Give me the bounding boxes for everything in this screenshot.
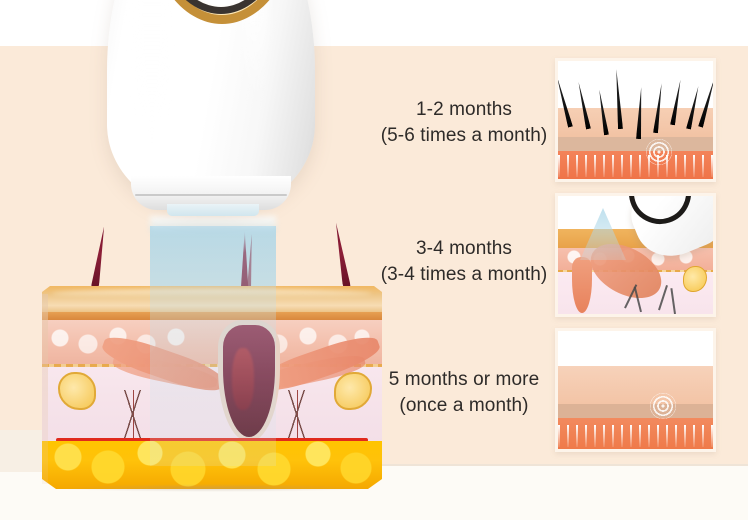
stage-2-line-2: (3-4 times a month) — [380, 263, 548, 285]
stage-3-label: 5 months or more (once a month) — [356, 367, 572, 419]
stage-2-line-1: 3-4 months — [415, 238, 513, 259]
panel3-papillae — [558, 425, 713, 447]
skin-cross-section — [42, 286, 384, 492]
skin-surface-highlight — [52, 289, 372, 298]
skin-block-side — [42, 294, 48, 484]
artery — [56, 438, 368, 442]
dermis-boundary-line — [42, 364, 382, 367]
device-base-seam — [135, 194, 287, 196]
panel1-spiral-icon — [646, 139, 672, 165]
panel1-dermis — [558, 136, 713, 154]
sebaceous-gland-left — [58, 372, 96, 410]
epidermis-layer — [42, 312, 382, 320]
ipl-device[interactable] — [95, 0, 327, 230]
panel3-spiral-icon — [650, 393, 676, 419]
stage-2-label: 3-4 months (3-4 times a month) — [356, 236, 572, 288]
sebaceous-gland-right — [334, 372, 372, 410]
capillary-tree-right — [268, 390, 328, 438]
stage-1-panel[interactable] — [555, 58, 716, 182]
stage-3-panel[interactable] — [555, 328, 716, 452]
device-flash-window — [167, 204, 259, 216]
light-beam-glow — [150, 216, 276, 232]
panel1-papillae — [558, 155, 713, 177]
skin-surface — [42, 286, 382, 314]
stage-1-line-2: (5-6 times a month) — [380, 124, 548, 146]
skin-block-shadow — [54, 484, 374, 492]
stage-3-line-2: (once a month) — [399, 394, 529, 416]
panel2-sebaceous-gland — [683, 266, 707, 292]
hair-follicle-papilla — [232, 348, 254, 410]
capillary-tree-left — [104, 390, 164, 438]
hair-follicle-bulb — [218, 320, 280, 442]
stage-2-panel[interactable] — [555, 193, 716, 317]
stage-1-label: 1-2 months (5-6 times a month) — [356, 97, 572, 149]
panel2-hair-follicle — [572, 257, 592, 314]
stage-1-line-1: 1-2 months — [415, 99, 513, 120]
fat-cells — [42, 441, 382, 489]
stage-3-line-1: 5 months or more — [388, 369, 540, 390]
panel3-epidermis — [558, 366, 713, 405]
